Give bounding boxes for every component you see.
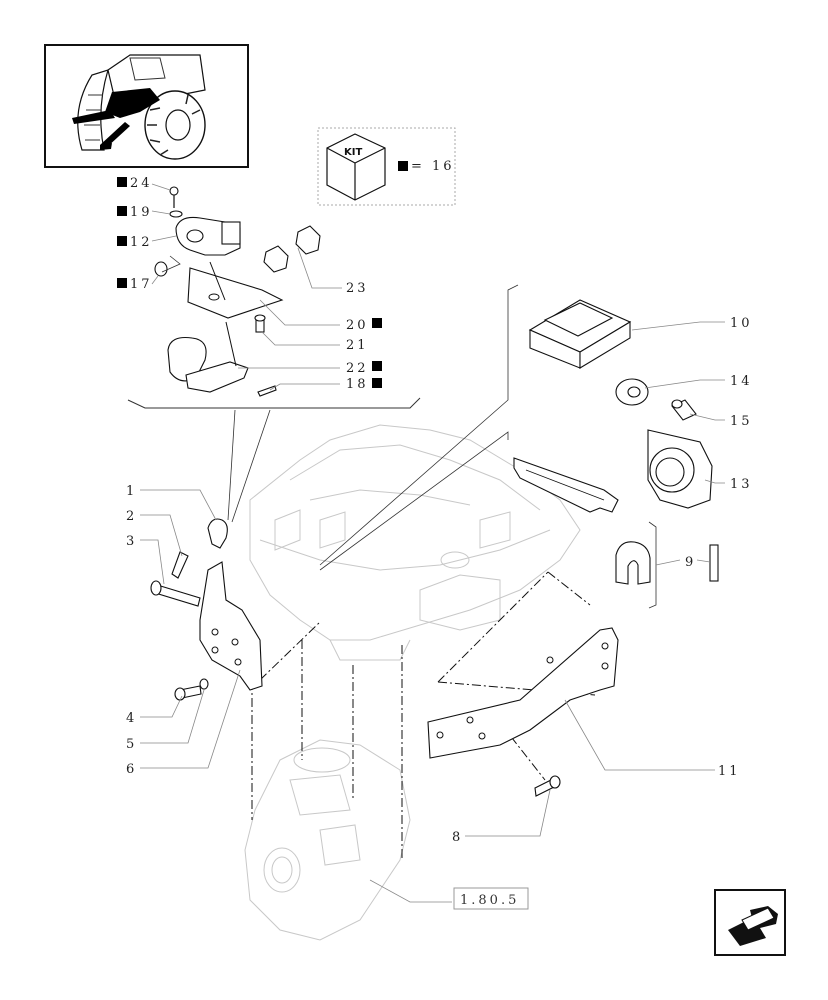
callout-18[interactable]: 18: [346, 377, 369, 392]
kit-marker-12: [117, 236, 127, 246]
bolt-21[interactable]: [254, 314, 266, 333]
section-reference[interactable]: 1.80.5: [453, 887, 529, 910]
front-frame-background: [244, 424, 581, 941]
callout-17[interactable]: 17: [130, 277, 153, 292]
kit-marker-22: [372, 361, 382, 371]
bolt-24[interactable]: [169, 186, 179, 208]
bracket-plate-20[interactable]: [187, 261, 284, 319]
sensor-12[interactable]: [175, 216, 241, 256]
washer-19[interactable]: [169, 210, 183, 218]
right-components: [319, 284, 719, 797]
callout-labels: 24 19 12 17 23 20 21 22 18 10 14 15 13 9…: [117, 176, 753, 845]
sensor-assembly: [127, 186, 421, 523]
callout-2[interactable]: 2: [126, 509, 137, 524]
clamp-22[interactable]: [167, 321, 249, 393]
kit-marker-square: [398, 161, 408, 171]
pin-18[interactable]: [257, 385, 277, 397]
side-plate-11[interactable]: [427, 627, 619, 759]
left-components: [150, 518, 263, 701]
callout-22[interactable]: 22: [346, 361, 369, 376]
bracket-6[interactable]: [199, 561, 263, 691]
callout-4[interactable]: 4: [126, 711, 137, 726]
ring-17[interactable]: [154, 261, 168, 277]
washer-14[interactable]: [615, 378, 649, 406]
cotter-pin-2[interactable]: [171, 551, 189, 579]
callout-24[interactable]: 24: [130, 176, 153, 191]
callout-1[interactable]: 1: [126, 484, 137, 499]
callout-6[interactable]: 6: [126, 762, 137, 777]
callout-20[interactable]: 20: [346, 318, 369, 333]
callout-8[interactable]: 8: [452, 830, 463, 845]
kit-marker-24: [117, 177, 127, 187]
callout-9[interactable]: 9: [685, 555, 696, 570]
kit-box-icon: KIT: [326, 133, 386, 201]
callout-12[interactable]: 12: [130, 235, 153, 250]
callout-21[interactable]: 21: [346, 338, 369, 353]
bolt-8[interactable]: [534, 775, 561, 797]
arrow-back-icon[interactable]: [714, 889, 786, 956]
callout-19[interactable]: 19: [130, 205, 153, 220]
support-13[interactable]: [647, 429, 713, 509]
section-reference-label: 1.80.5: [460, 893, 519, 908]
callout-13[interactable]: 13: [730, 477, 753, 492]
support-box-10[interactable]: [528, 299, 632, 369]
callout-3[interactable]: 3: [126, 534, 137, 549]
leader-lines: [140, 183, 725, 903]
kit-marker-20: [372, 318, 382, 328]
clip-23[interactable]: [263, 225, 321, 273]
tractor-front-thumbnail-icon[interactable]: [44, 44, 249, 168]
washer-5[interactable]: [199, 678, 209, 690]
kit-legend: KIT = 16: [317, 127, 456, 206]
callout-23[interactable]: 23: [346, 281, 369, 296]
bolt-4[interactable]: [174, 685, 202, 701]
callout-15[interactable]: 15: [730, 414, 753, 429]
kit-marker-19: [117, 206, 127, 216]
callout-11[interactable]: 11: [718, 764, 741, 779]
callout-14[interactable]: 14: [730, 374, 753, 389]
kit-label: KIT: [344, 147, 362, 158]
guide-plate[interactable]: [513, 457, 619, 513]
callout-10[interactable]: 10: [730, 316, 753, 331]
bush-15[interactable]: [671, 399, 697, 421]
clip-1[interactable]: [207, 518, 228, 549]
kit-legend-text: = 16: [411, 159, 455, 174]
kit-marker-17: [117, 278, 127, 288]
kit-marker-18: [372, 378, 382, 388]
callout-5[interactable]: 5: [126, 737, 137, 752]
pin-3[interactable]: [150, 580, 201, 607]
clip-9[interactable]: [615, 541, 719, 585]
